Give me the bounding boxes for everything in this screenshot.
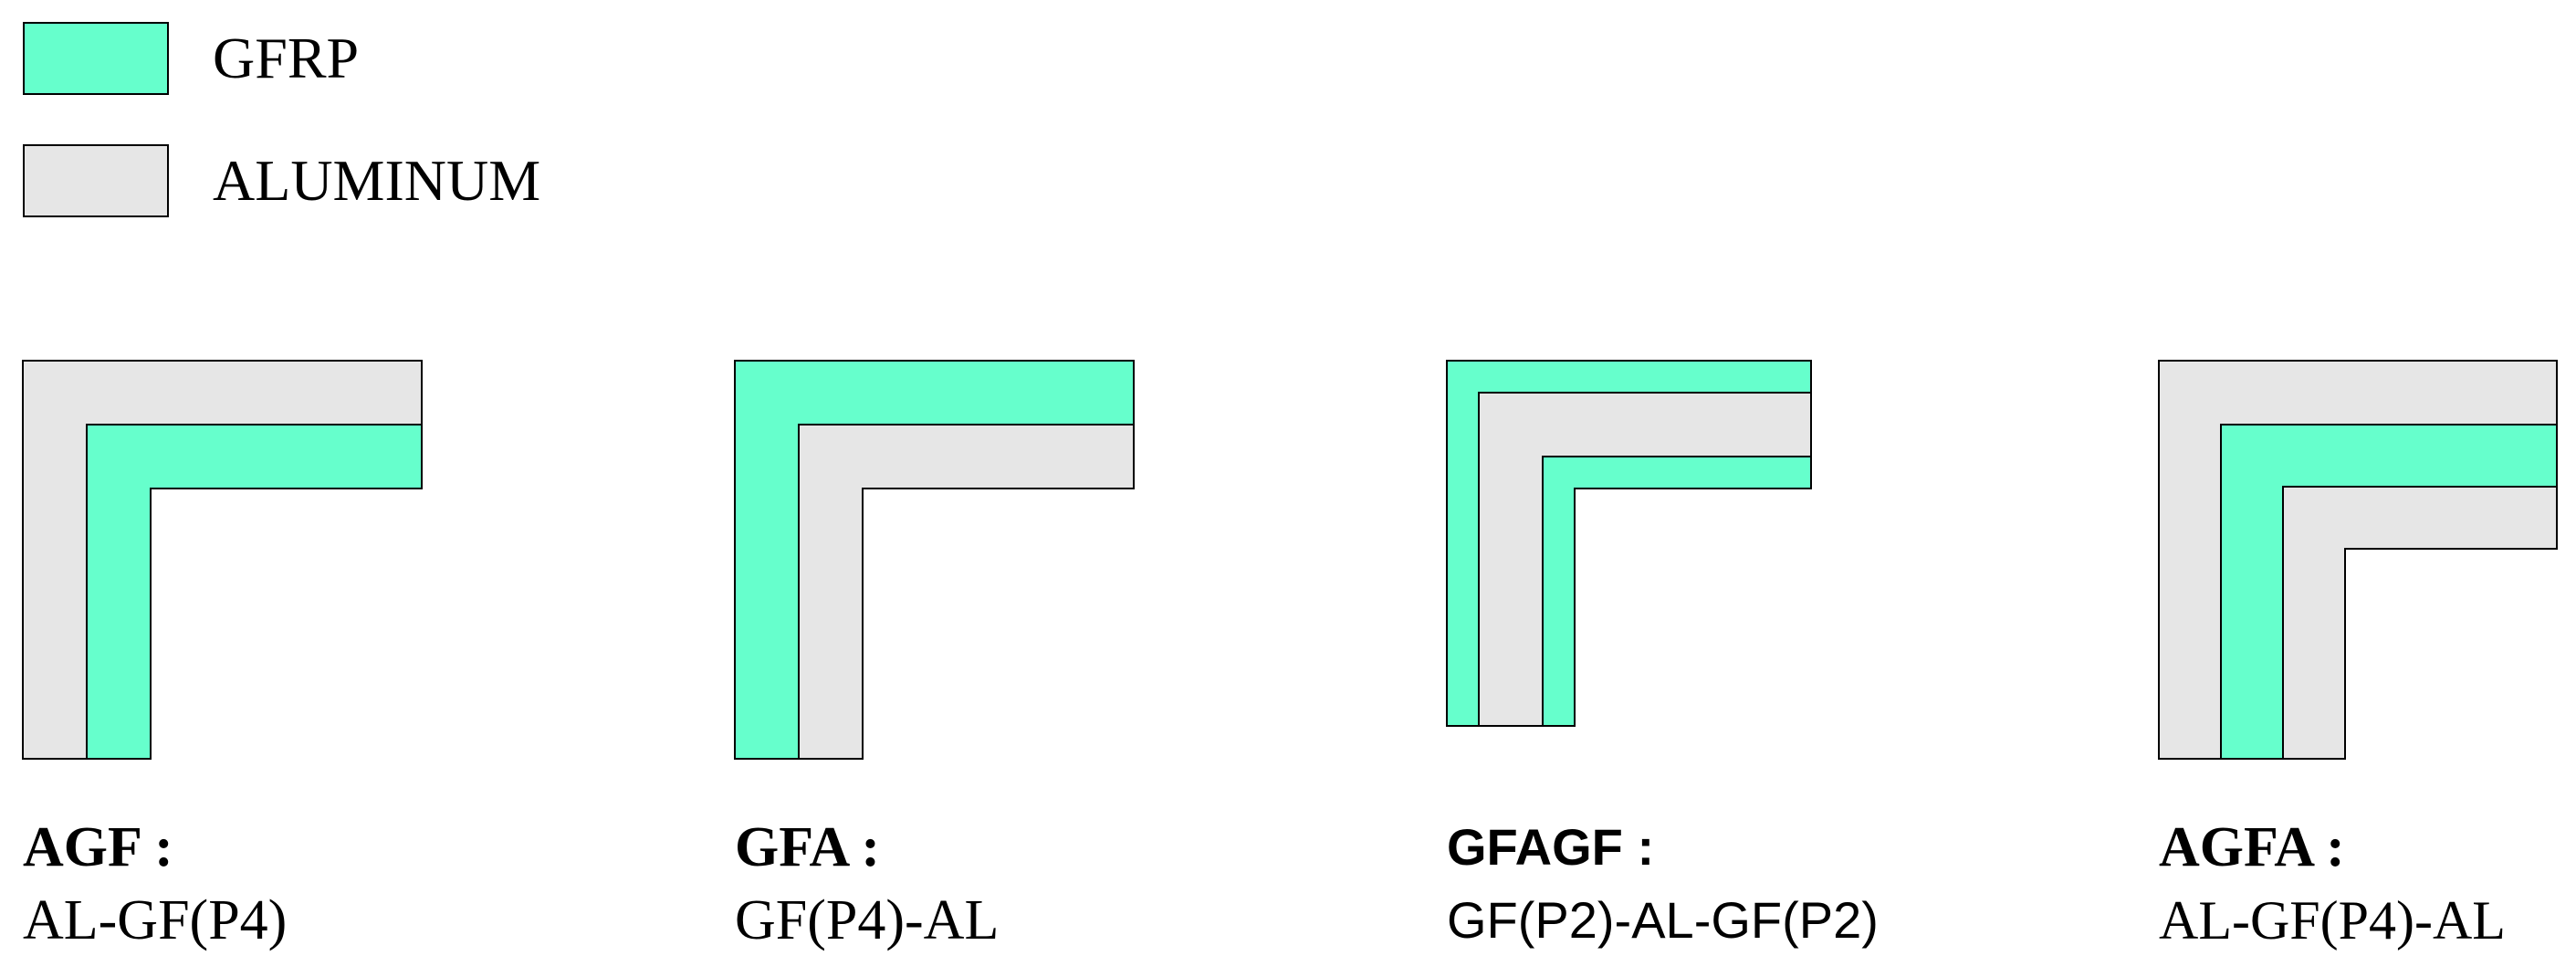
- specimen-name: GFA :: [735, 816, 880, 878]
- agf-aluminum-layer: [22, 360, 423, 760]
- caption-gfa: GFA : GF(P4)-AL: [735, 811, 999, 957]
- agfa-inner-aluminum-layer: [2282, 486, 2558, 760]
- specimen-agfa-section: [2158, 360, 2558, 760]
- agf-gfrp-layer: [86, 424, 423, 760]
- gfagf-aluminum-layer: [1478, 392, 1812, 727]
- legend-gfrp: GFRP: [23, 22, 359, 95]
- gfagf-inner-gfrp-layer: [1542, 456, 1812, 727]
- specimen-agf-section: [22, 360, 423, 760]
- specimen-name: AGFA :: [2159, 816, 2345, 878]
- specimen-description: GF(P2)-AL-GF(P2): [1447, 891, 1879, 949]
- legend-aluminum: ALUMINUM: [23, 144, 540, 217]
- legend-label-gfrp: GFRP: [213, 26, 360, 90]
- agfa-gfrp-layer: [2220, 424, 2558, 760]
- gfa-gfrp-layer: [734, 360, 1135, 760]
- legend-swatch-aluminum: [23, 144, 169, 217]
- specimen-gfa-section: [734, 360, 1135, 760]
- caption-agfa: AGFA : AL-GF(P4)-AL: [2159, 811, 2506, 957]
- gfa-aluminum-layer: [798, 424, 1135, 760]
- specimen-description: AL-GF(P4): [23, 889, 288, 951]
- caption-agf: AGF : AL-GF(P4): [23, 811, 287, 957]
- specimen-name: GFAGF :: [1447, 818, 1655, 876]
- specimen-description: GF(P4)-AL: [735, 889, 1000, 951]
- specimen-name: AGF :: [23, 816, 173, 878]
- specimen-gfagf-section: [1446, 360, 1812, 727]
- legend-swatch-gfrp: [23, 22, 169, 95]
- agfa-outer-aluminum-layer: [2158, 360, 2558, 760]
- caption-gfagf: GFAGF : GF(P2)-AL-GF(P2): [1447, 811, 1879, 957]
- specimen-description: AL-GF(P4)-AL: [2159, 890, 2506, 951]
- legend-label-aluminum: ALUMINUM: [213, 148, 541, 213]
